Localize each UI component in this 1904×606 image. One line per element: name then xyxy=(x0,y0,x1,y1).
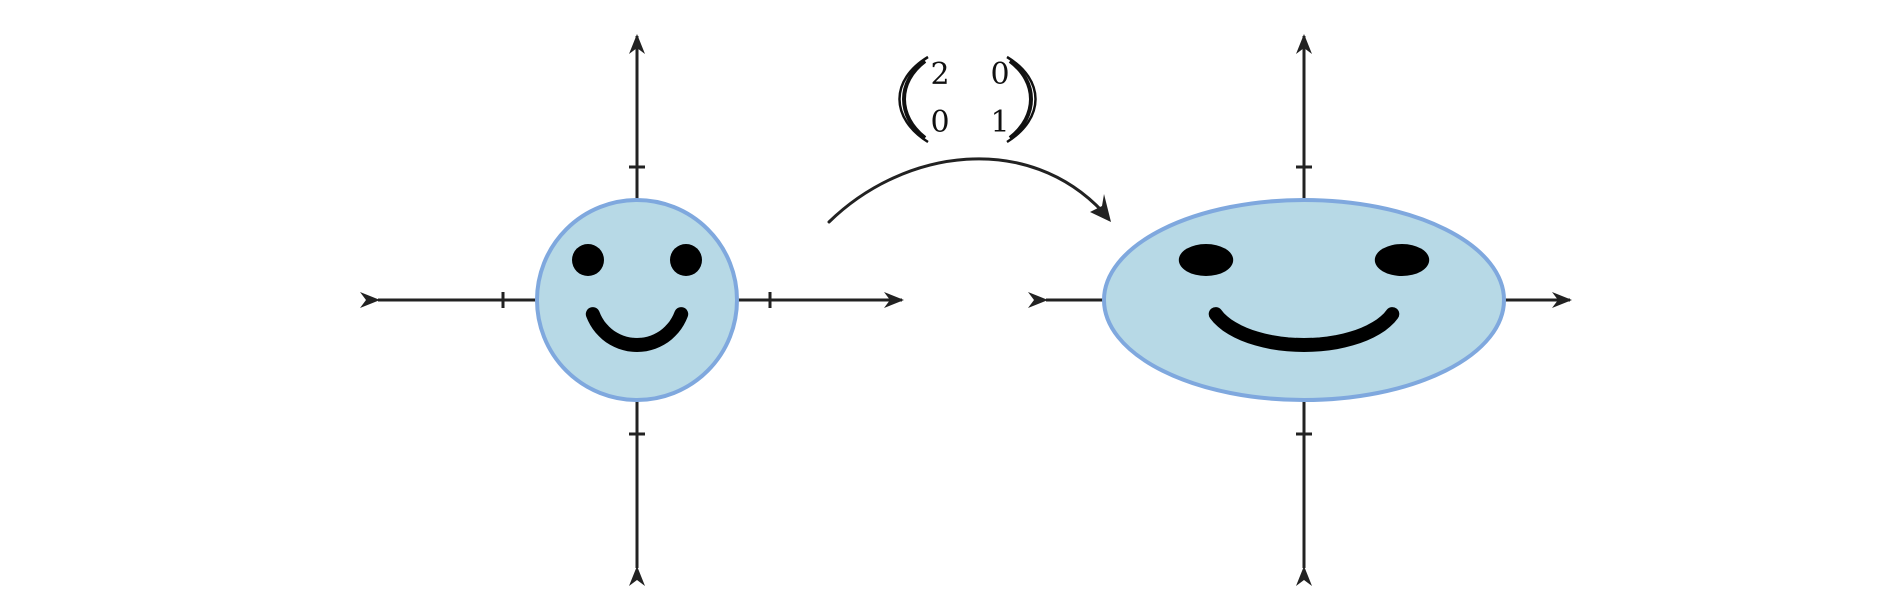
right-eye xyxy=(670,244,702,276)
face-outline xyxy=(535,198,739,402)
matrix-entry-r1c1: 2 xyxy=(930,57,949,92)
transform-arrow xyxy=(827,157,1111,224)
mouth xyxy=(585,307,689,353)
mouth xyxy=(1208,307,1400,353)
right-parenthesis-thick xyxy=(1008,59,1033,140)
axis-ticks xyxy=(501,165,772,436)
face-outline xyxy=(1102,198,1506,402)
matrix-entry-r1c2: 0 xyxy=(990,57,1009,92)
matrix-entry-r2c1: 0 xyxy=(930,105,949,140)
matrix-entry-r2c2: 1 xyxy=(990,105,1009,140)
transformation-matrix: 2 0 0 1 xyxy=(898,55,1037,144)
transformed-plane xyxy=(1028,34,1572,586)
left-eye xyxy=(572,244,604,276)
left-parenthesis-thick xyxy=(902,59,927,140)
left-eye xyxy=(1178,244,1234,276)
right-eye xyxy=(1374,244,1430,276)
smiley-face-transformed xyxy=(1102,198,1506,402)
axis-ticks xyxy=(1296,165,1312,436)
smiley-face-original xyxy=(535,198,739,402)
original-plane xyxy=(360,34,904,586)
